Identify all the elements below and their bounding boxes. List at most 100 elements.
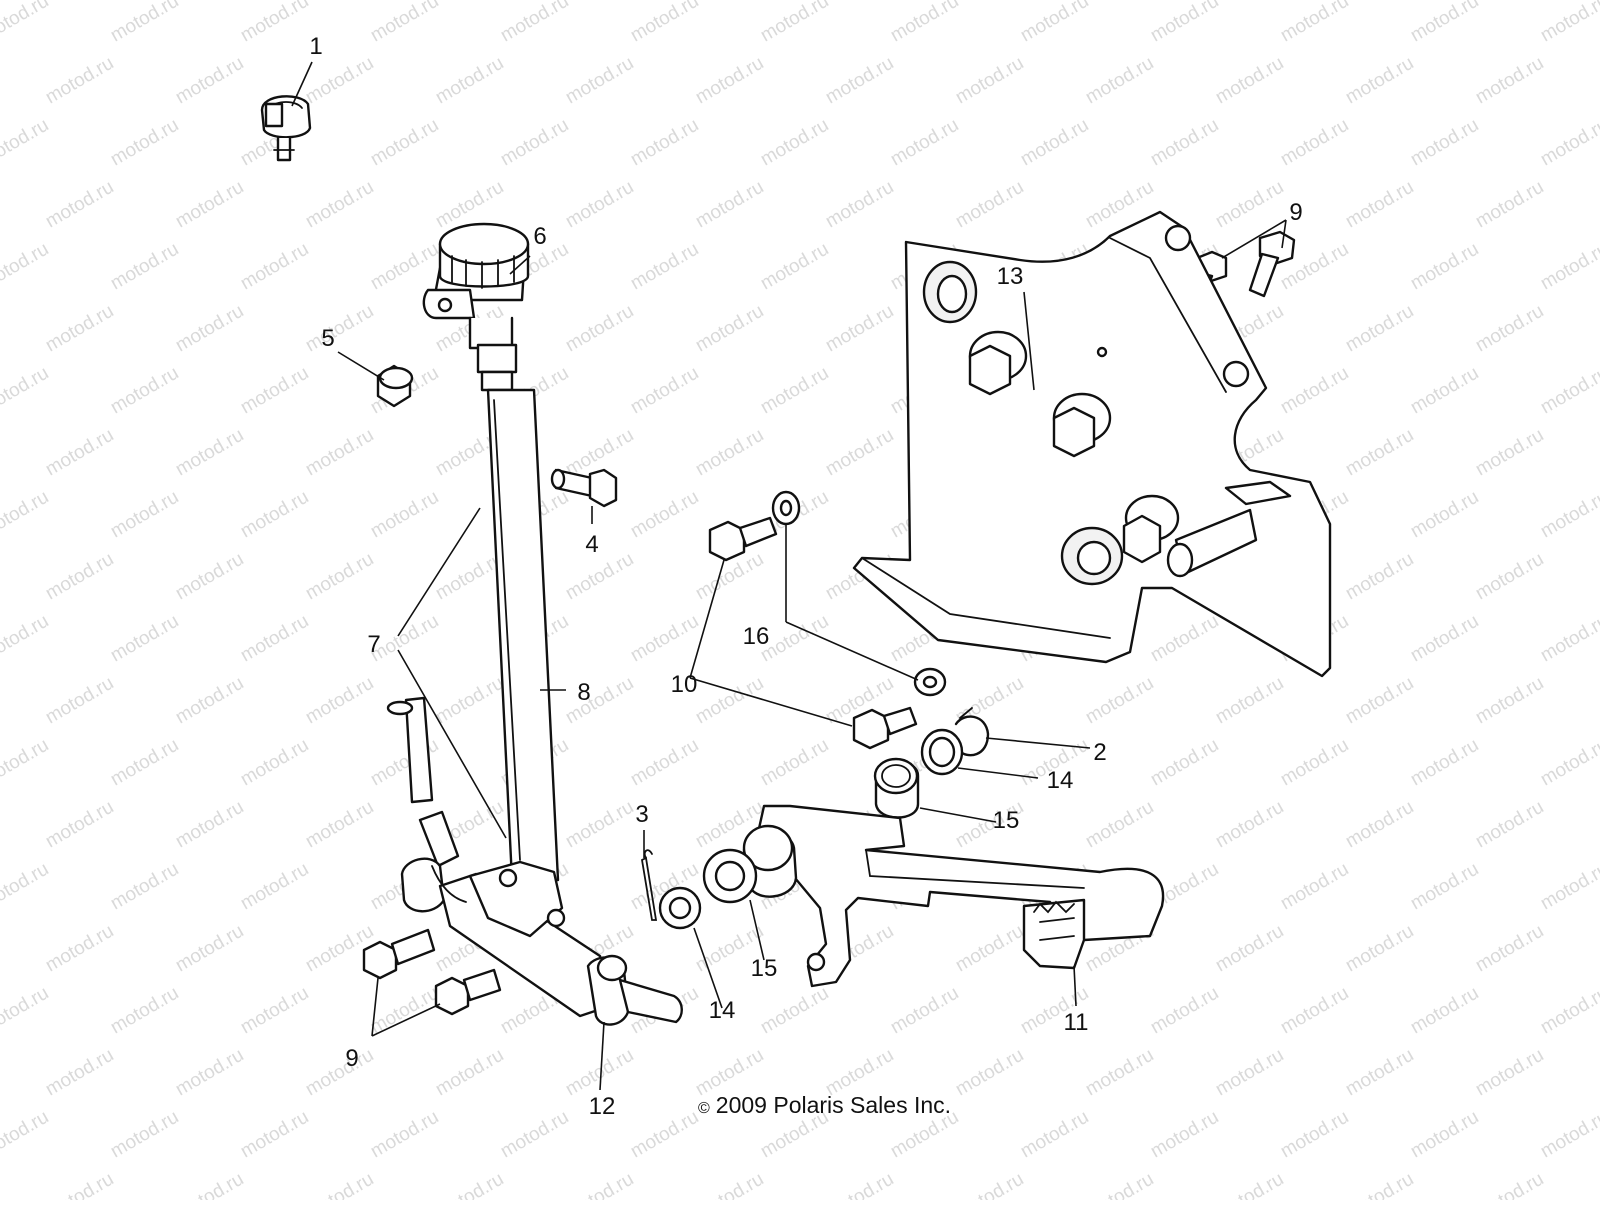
part-washers-16: [771, 490, 947, 697]
watermark-text: motod.ru: [1017, 115, 1092, 171]
callout-7: 7: [367, 631, 380, 658]
watermark-text: motod.ru: [302, 301, 377, 357]
watermark-text: motod.ru: [562, 177, 637, 233]
copyright-text: 2009 Polaris Sales Inc.: [715, 1092, 952, 1118]
watermark-text: motod.ru: [1147, 735, 1222, 791]
watermark-text: motod.ru: [172, 301, 247, 357]
watermark-text: motod.ru: [1472, 177, 1547, 233]
watermark-text: motod.ru: [107, 115, 182, 171]
callout-11: 11: [1064, 1009, 1089, 1036]
watermark-text: motod.ru: [0, 0, 52, 46]
watermark-text: motod.ru: [0, 115, 52, 171]
callout-12: 12: [589, 1093, 616, 1120]
watermark-text: motod.ru: [952, 1169, 1027, 1200]
watermark-text: motod.ru: [1212, 177, 1287, 233]
watermark-text: motod.ru: [1277, 0, 1352, 46]
watermark-text: motod.ru: [757, 363, 832, 419]
callout-10: 10: [671, 671, 698, 698]
watermark-text: motod.ru: [757, 0, 832, 46]
watermark-text: motod.ru: [237, 487, 312, 543]
watermark-text: motod.ru: [1472, 673, 1547, 729]
watermark-text: motod.ru: [1277, 115, 1352, 171]
watermark-text: motod.ru: [367, 115, 442, 171]
watermark-text: motod.ru: [627, 0, 702, 46]
watermark-text: motod.ru: [237, 363, 312, 419]
part-bolts-9-lower: [362, 928, 502, 1016]
callout-13: 13: [997, 263, 1024, 290]
watermark-text: motod.ru: [107, 1107, 182, 1163]
watermark-text: motod.ru: [692, 301, 767, 357]
part-nut-5: [376, 364, 414, 408]
watermark-text: motod.ru: [692, 673, 767, 729]
watermark-text: motod.ru: [952, 177, 1027, 233]
watermark-text: motod.ru: [42, 921, 117, 977]
callout-1: 1: [309, 33, 322, 60]
watermark-text: motod.ru: [1407, 735, 1482, 791]
watermark-text: motod.ru: [0, 487, 52, 543]
watermark-text: motod.ru: [0, 735, 52, 791]
watermark-text: motod.ru: [1017, 1107, 1092, 1163]
watermark-text: motod.ru: [822, 425, 897, 481]
watermark-text: motod.ru: [172, 425, 247, 481]
watermark-text: motod.ru: [1407, 363, 1482, 419]
callout-14-right: 14: [1047, 767, 1074, 794]
watermark-text: motod.ru: [1537, 0, 1600, 46]
watermark-text: motod.ru: [1472, 921, 1547, 977]
watermark-text: motod.ru: [627, 363, 702, 419]
watermark-text: motod.ru: [1472, 1045, 1547, 1101]
part-pivot-hardware-lower: [658, 824, 798, 930]
watermark-text: motod.ru: [562, 53, 637, 109]
watermark-text: motod.ru: [627, 487, 702, 543]
callout-labels: 1 2 3 4 5 6 7 8 9 9 10 11 12 13 14 14 15…: [309, 33, 1302, 1120]
watermark-text: motod.ru: [237, 859, 312, 915]
watermark-text: motod.ru: [302, 425, 377, 481]
watermark-text: motod.ru: [757, 115, 832, 171]
watermark-text: motod.ru: [237, 611, 312, 667]
watermark-text: motod.ru: [887, 983, 962, 1039]
callout-16: 16: [743, 623, 770, 650]
watermark-text: motod.ru: [822, 301, 897, 357]
copyright-symbol: ©: [698, 1100, 710, 1117]
watermark-text: motod.ru: [107, 735, 182, 791]
watermark-text: motod.ru: [432, 1045, 507, 1101]
watermark-text: motod.ru: [562, 301, 637, 357]
watermark-text: motod.ru: [1472, 301, 1547, 357]
watermark-text: motod.ru: [42, 301, 117, 357]
watermark-text: motod.ru: [1537, 239, 1600, 295]
watermark-text: motod.ru: [1212, 673, 1287, 729]
watermark-text: motod.ru: [1537, 611, 1600, 667]
watermark-text: motod.ru: [952, 1045, 1027, 1101]
watermark-text: motod.ru: [1342, 1045, 1417, 1101]
watermark-text: motod.ru: [172, 549, 247, 605]
watermark-text: motod.ru: [1537, 983, 1600, 1039]
watermark-text: motod.ru: [367, 0, 442, 46]
watermark-text: motod.ru: [1147, 1107, 1222, 1163]
callout-15-left: 15: [751, 955, 778, 982]
watermark-text: motod.ru: [302, 177, 377, 233]
watermark-text: motod.ru: [0, 859, 52, 915]
watermark-text: motod.ru: [0, 363, 52, 419]
callout-15-right: 15: [993, 807, 1020, 834]
watermark-text: motod.ru: [302, 797, 377, 853]
watermark-text: motod.ru: [107, 239, 182, 295]
part-bolts-10: [708, 516, 918, 750]
watermark-text: motod.ru: [627, 1107, 702, 1163]
watermark-text: motod.ru: [107, 487, 182, 543]
watermark-text: motod.ru: [1082, 53, 1157, 109]
watermark-text: motod.ru: [367, 239, 442, 295]
part-pivot-hardware-upper: [873, 707, 990, 819]
watermark-text: motod.ru: [952, 53, 1027, 109]
watermark-text: motod.ru: [367, 487, 442, 543]
watermark-text: motod.ru: [302, 53, 377, 109]
watermark-text: motod.ru: [562, 673, 637, 729]
watermark-text: motod.ru: [1212, 797, 1287, 853]
watermark-text: motod.ru: [1407, 1107, 1482, 1163]
watermark-text: motod.ru: [627, 115, 702, 171]
callout-2: 2: [1093, 739, 1106, 766]
callout-5: 5: [321, 325, 334, 352]
watermark-text: motod.ru: [1537, 735, 1600, 791]
watermark-text: motod.ru: [1082, 1045, 1157, 1101]
callout-8: 8: [577, 679, 590, 706]
watermark-text: motod.ru: [497, 0, 572, 46]
watermark-text: motod.ru: [1472, 425, 1547, 481]
